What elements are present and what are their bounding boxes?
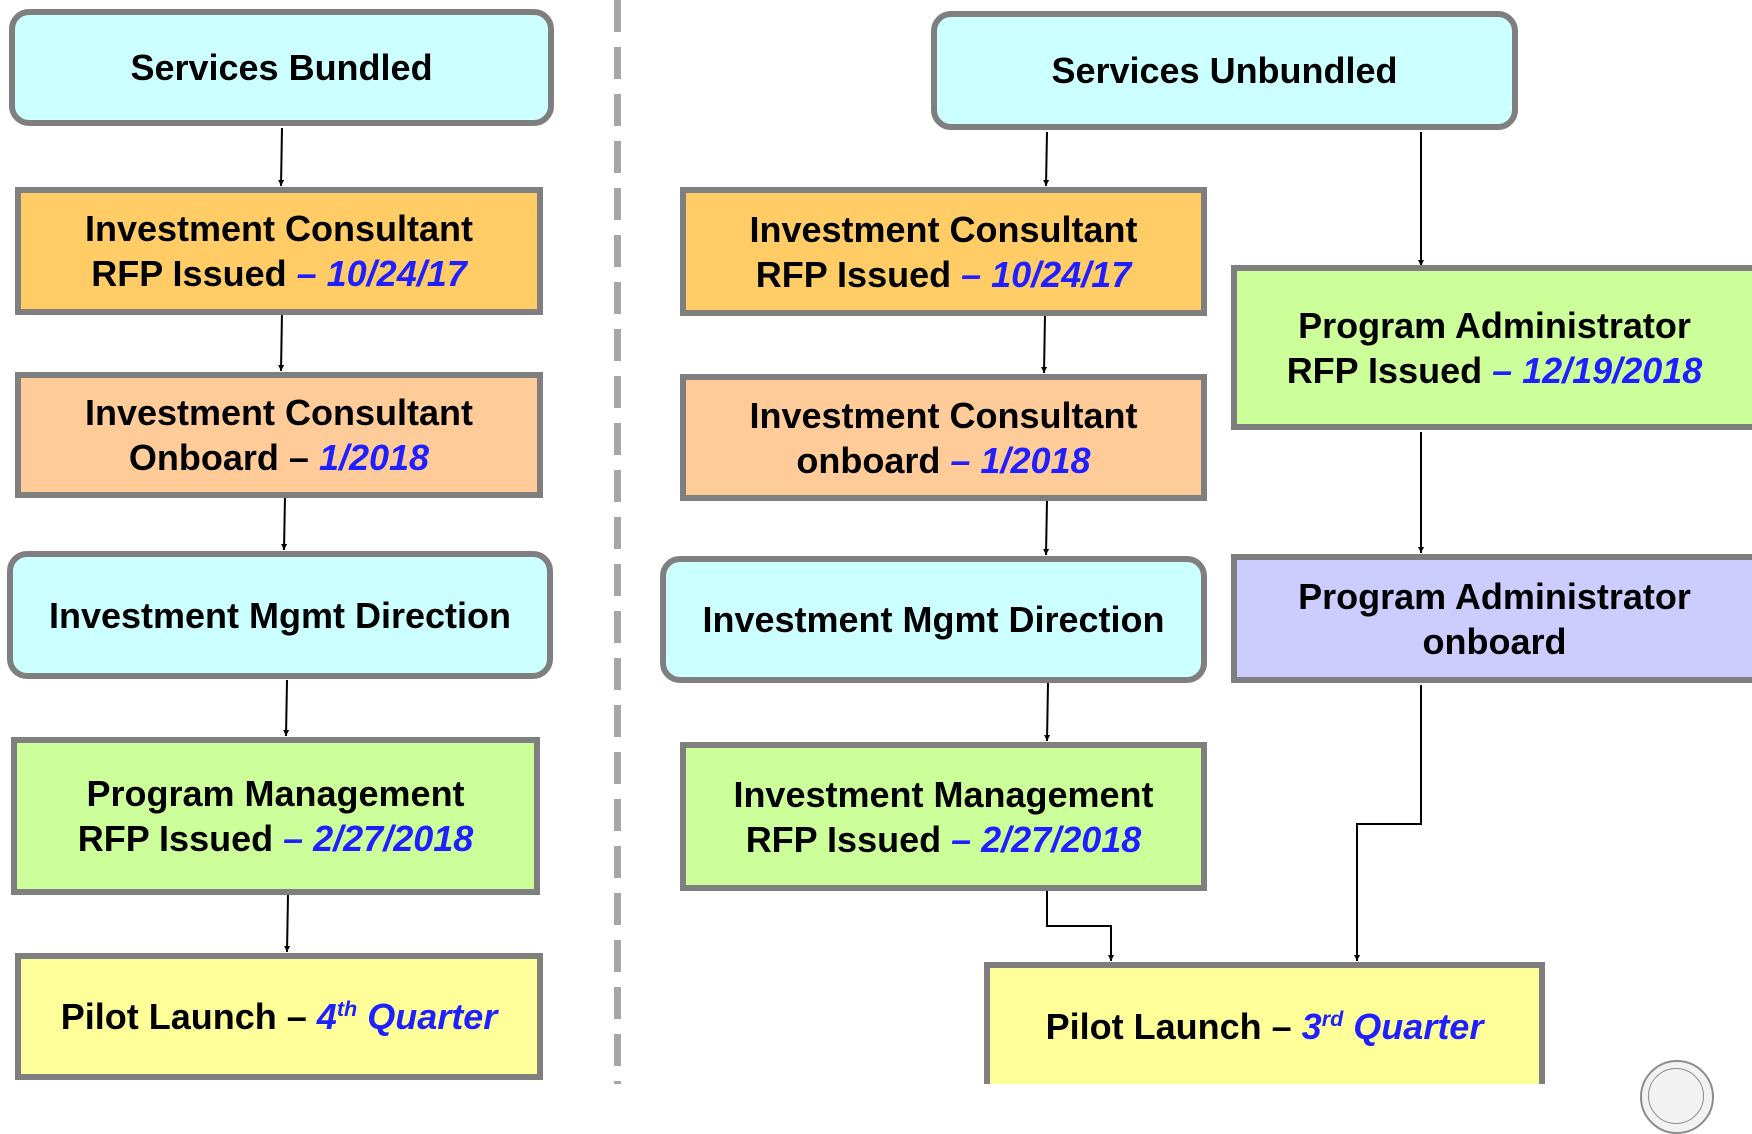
imd-box-right: Investment Mgmt Direction bbox=[660, 556, 1207, 683]
pilot-launch-label-left: Pilot Launch – bbox=[60, 996, 317, 1037]
pm-rfp-status: RFP Issued bbox=[77, 818, 274, 859]
ic-rfp-status-left: RFP Issued bbox=[91, 253, 287, 294]
ic-rfp-title-right: Investment Consultant bbox=[749, 208, 1138, 250]
state-seal-inner-ring bbox=[1648, 1068, 1704, 1124]
services-bundled-label: Services Bundled bbox=[130, 47, 433, 88]
imd-box-left: Investment Mgmt Direction bbox=[7, 551, 553, 679]
pm-rfp-box: Program Management RFP Issued – 2/27/201… bbox=[11, 737, 540, 895]
connector-pm-rfp-to-pilot bbox=[284, 894, 291, 953]
im-rfp-date: – 2/27/2018 bbox=[941, 818, 1142, 860]
pa-rfp-status: RFP Issued bbox=[1286, 349, 1483, 391]
pilot-quarter-suffix-left: th bbox=[336, 996, 358, 1021]
connector-r-imd-to-im-rfp bbox=[1044, 682, 1051, 742]
pilot-quarter-word-left: Quarter bbox=[357, 996, 498, 1037]
pilot-quarter-number-right: 3 bbox=[1301, 1005, 1322, 1047]
pa-rfp-date: – 12/19/2018 bbox=[1482, 349, 1703, 391]
ic-onboard-date-left: 1/2018 bbox=[318, 437, 430, 478]
ic-rfp-box-left: Investment Consultant RFP Issued – 10/24… bbox=[15, 187, 543, 315]
services-unbundled-label: Services Unbundled bbox=[1051, 50, 1398, 91]
connector-layer bbox=[278, 127, 1424, 961]
pm-rfp-title: Program Management bbox=[86, 773, 465, 814]
im-rfp-box: Investment Management RFP Issued – 2/27/… bbox=[680, 742, 1207, 891]
connector-im-rfp-to-pilot bbox=[1046, 890, 1114, 961]
ic-onboard-date-right: – 1/2018 bbox=[940, 439, 1091, 481]
ic-rfp-status-right: RFP Issued bbox=[755, 253, 952, 295]
services-unbundled-box: Services Unbundled bbox=[931, 11, 1518, 130]
connector-bundled-to-ic-rfp bbox=[278, 127, 285, 187]
connector-r-ic-onboard-to-imd bbox=[1043, 499, 1050, 556]
pilot-quarter-suffix-right: rd bbox=[1321, 1005, 1344, 1031]
ic-rfp-date-left: – 10/24/17 bbox=[286, 253, 467, 294]
ic-onboard-status-right: onboard bbox=[796, 439, 941, 481]
pilot-quarter-number-left: 4 bbox=[316, 996, 337, 1037]
imd-label-right: Investment Mgmt Direction bbox=[702, 599, 1165, 640]
ic-onboard-title-left: Investment Consultant bbox=[84, 392, 474, 433]
im-rfp-status: RFP Issued bbox=[745, 818, 942, 860]
pilot-launch-label-right: Pilot Launch – bbox=[1045, 1005, 1302, 1047]
connector-r-ic-rfp-to-ic-onboard bbox=[1041, 313, 1048, 374]
connector-unbundled-to-ic-rfp bbox=[1043, 131, 1050, 187]
ic-onboard-box-right: Investment Consultant onboard – 1/2018 bbox=[680, 374, 1207, 501]
ic-rfp-box-right: Investment Consultant RFP Issued – 10/24… bbox=[680, 187, 1207, 316]
services-bundled-box: Services Bundled bbox=[9, 9, 554, 126]
imd-label-left: Investment Mgmt Direction bbox=[48, 594, 512, 636]
pilot-launch-box-right: Pilot Launch – 3rd Quarter bbox=[984, 962, 1545, 1084]
ic-onboard-status-left: Onboard – bbox=[128, 437, 319, 478]
section-divider bbox=[614, 0, 621, 1084]
pilot-quarter-word-right: Quarter bbox=[1343, 1005, 1484, 1047]
connector-ic-rfp-to-ic-onboard bbox=[278, 311, 285, 372]
pilot-launch-box-left: Pilot Launch – 4th Quarter bbox=[15, 953, 543, 1080]
ic-rfp-date-right: – 10/24/17 bbox=[951, 253, 1132, 295]
ic-onboard-box-left: Investment Consultant Onboard – 1/2018 bbox=[15, 372, 543, 498]
connector-imd-to-pm-rfp bbox=[283, 679, 290, 737]
pa-onboard-status: onboard bbox=[1422, 620, 1567, 662]
connector-ic-onboard-to-imd bbox=[281, 495, 288, 551]
im-rfp-title: Investment Management bbox=[733, 773, 1154, 815]
pa-rfp-title: Program Administrator bbox=[1298, 304, 1691, 346]
pa-onboard-title: Program Administrator bbox=[1298, 575, 1691, 617]
ic-rfp-title-left: Investment Consultant bbox=[84, 208, 474, 249]
connector-pa-onboard-to-pilot bbox=[1354, 685, 1422, 961]
state-seal-logo bbox=[1640, 1060, 1714, 1134]
ic-onboard-title-right: Investment Consultant bbox=[749, 394, 1138, 436]
pm-rfp-date: – 2/27/2018 bbox=[273, 818, 474, 859]
pa-rfp-box: Program Administrator RFP Issued – 12/19… bbox=[1231, 265, 1752, 430]
pa-onboard-box: Program Administrator onboard bbox=[1231, 554, 1752, 683]
